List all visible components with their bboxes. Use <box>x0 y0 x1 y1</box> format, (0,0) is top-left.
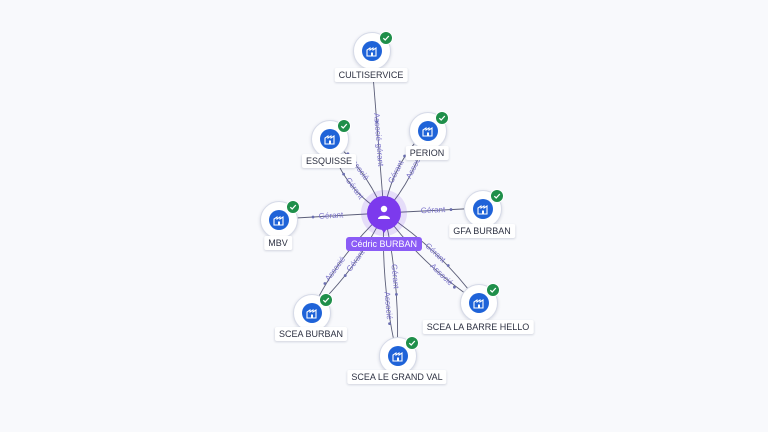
verified-check-icon <box>405 336 419 350</box>
company-icon <box>269 210 289 230</box>
company-node-gfa-burban[interactable] <box>464 189 504 228</box>
edge-arrow-scea-le-grand-val <box>395 292 398 296</box>
verified-check-icon <box>319 293 333 307</box>
center-pin-tip <box>379 226 389 233</box>
company-icon <box>473 199 493 219</box>
edge-arrow-scea-la-barre-hello <box>453 285 456 289</box>
edge-arrow-mbv <box>311 215 315 219</box>
edge-label-cultiservice: Associé-gérant <box>372 113 385 168</box>
company-icon <box>362 41 382 61</box>
edge-arrow-scea-burban <box>323 282 327 285</box>
company-node-scea-burban[interactable] <box>293 293 333 332</box>
company-node-mbv[interactable] <box>260 200 300 239</box>
edge-label-scea-le-grand-val: Gérant <box>390 264 401 290</box>
company-label-perion[interactable]: PERION <box>405 146 449 160</box>
verified-check-icon <box>379 31 393 45</box>
company-label-scea-burban[interactable]: SCEA BURBAN <box>274 327 348 341</box>
company-node-scea-la-barre-hello[interactable] <box>460 283 500 322</box>
person-icon <box>378 205 390 219</box>
edge-label-scea-la-barre-hello: Associé <box>428 262 455 288</box>
verified-check-icon <box>337 119 351 133</box>
edge-arrow-scea-burban <box>343 274 347 277</box>
verified-check-icon <box>486 283 500 297</box>
company-node-esquisse[interactable] <box>311 119 351 158</box>
company-label-scea-la-barre-hello[interactable]: SCEA LA BARRE HELLO <box>422 320 534 334</box>
company-icon <box>469 293 489 313</box>
edge-arrow-esquisse <box>342 172 346 176</box>
edge-arrow-scea-la-barre-hello <box>446 264 450 267</box>
company-label-scea-le-grand-val[interactable]: SCEA LE GRAND VAL <box>347 370 447 384</box>
verified-check-icon <box>286 200 300 214</box>
edge-arrow-cultiservice <box>375 120 379 124</box>
edge-arrow-scea-le-grand-val <box>388 322 391 326</box>
company-label-gfa-burban[interactable]: GFA BURBAN <box>449 224 515 238</box>
edge-label-scea-le-grand-val: Associé <box>383 291 395 320</box>
company-icon <box>320 129 340 149</box>
verified-check-icon <box>490 189 504 203</box>
center-person-label[interactable]: Cédric BURBAN <box>345 237 423 251</box>
company-node-cultiservice[interactable] <box>353 31 393 70</box>
edge-arrow-gfa-burban <box>449 208 453 211</box>
company-label-esquisse[interactable]: ESQUISSE <box>301 154 357 168</box>
company-icon <box>302 303 322 323</box>
edge-label-perion: Gérant <box>386 158 406 185</box>
center-person-node[interactable] <box>367 196 401 233</box>
edge-arrow-perion <box>403 154 406 158</box>
edge-label-mbv: Gérant <box>319 210 345 220</box>
company-label-mbv[interactable]: MBV <box>264 236 292 250</box>
company-node-perion[interactable] <box>409 111 449 150</box>
company-icon <box>418 121 438 141</box>
company-icon <box>388 346 408 366</box>
company-label-cultiservice[interactable]: CULTISERVICE <box>334 68 408 82</box>
verified-check-icon <box>435 111 449 125</box>
edge-label-gfa-burban: Gérant <box>421 205 447 215</box>
